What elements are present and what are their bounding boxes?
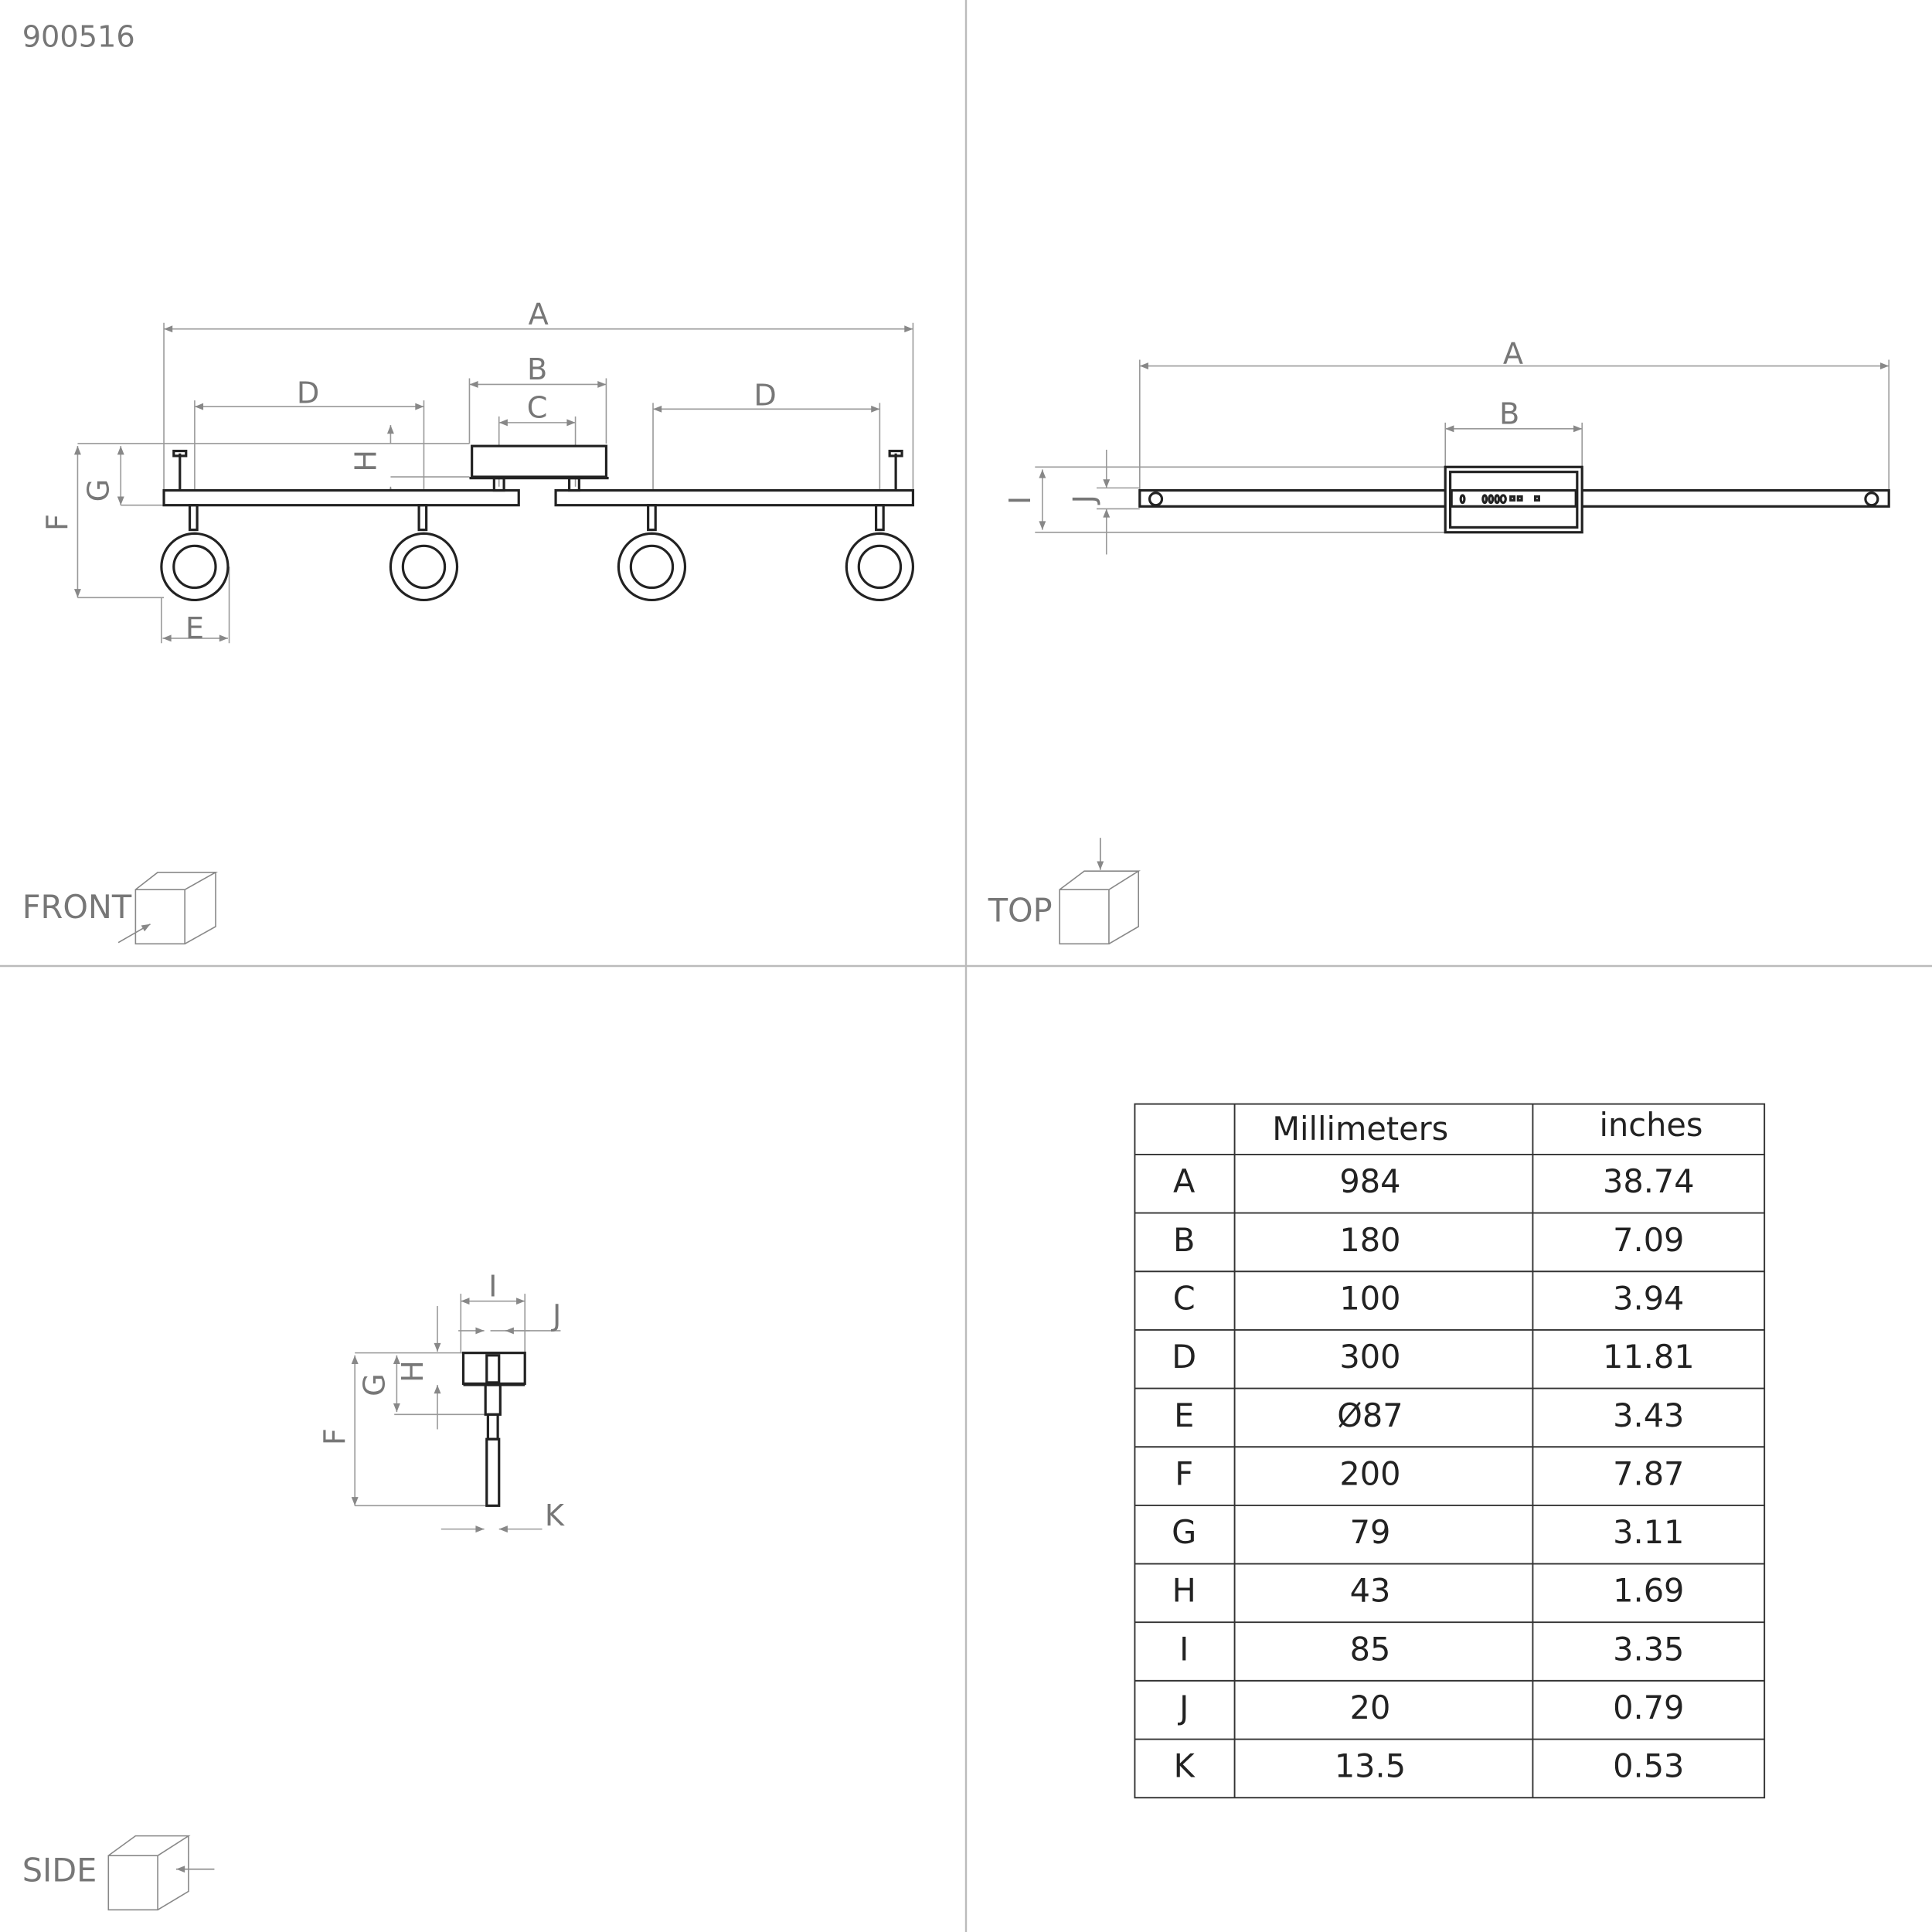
table-cell-inches: 3.43 xyxy=(1613,1397,1684,1434)
table-cell-mm: 43 xyxy=(1350,1573,1391,1610)
table-cell-inches: 3.35 xyxy=(1613,1631,1684,1668)
table-header-inches: inches xyxy=(1600,1107,1703,1144)
side-dim-label-i: I xyxy=(488,1269,497,1304)
front-view: A D D B C H G F E xyxy=(41,297,915,646)
table-cell-mm: 13.5 xyxy=(1335,1748,1406,1785)
top-dim-label-j: J xyxy=(1067,495,1102,505)
dim-label-d-left: D xyxy=(297,376,319,410)
table-cell-mm: 300 xyxy=(1339,1338,1400,1376)
table-cell-inches: 11.81 xyxy=(1603,1338,1695,1376)
side-view-cube-icon xyxy=(107,1835,215,1911)
front-view-label: FRONT xyxy=(22,889,132,926)
table-cell-inches: 3.94 xyxy=(1613,1280,1684,1317)
side-view: I J H G F K xyxy=(318,1269,564,1533)
dim-label-h: H xyxy=(349,450,383,472)
side-dim-label-k: K xyxy=(545,1498,565,1533)
table-header-millimeters: Millimeters xyxy=(1272,1111,1448,1148)
table-cell-mm: 200 xyxy=(1339,1455,1400,1492)
table-cell-inches: 7.87 xyxy=(1613,1455,1684,1492)
dimension-table: Millimeters inches A 984 38.74B 180 7.09C 100… xyxy=(1134,1103,1766,1799)
table-cell-inches: 1.69 xyxy=(1613,1573,1684,1610)
dim-label-d-right: D xyxy=(753,379,776,413)
table-cell-inches: 0.53 xyxy=(1613,1748,1684,1785)
dim-label-f: F xyxy=(41,514,76,531)
top-dim-label-a: A xyxy=(1503,336,1523,371)
front-view-cube-icon xyxy=(117,872,219,945)
side-dim-label-h: H xyxy=(396,1360,430,1383)
table-cell-dimension: G xyxy=(1172,1514,1196,1551)
table-cell-mm: 100 xyxy=(1339,1280,1400,1317)
dim-label-a: A xyxy=(529,297,549,332)
table-cell-dimension: H xyxy=(1172,1573,1196,1610)
table-cell-mm: 79 xyxy=(1350,1514,1391,1551)
table-cell-dimension: C xyxy=(1173,1280,1196,1317)
table-cell-mm: 85 xyxy=(1350,1631,1391,1668)
table-cell-inches: 3.11 xyxy=(1613,1514,1684,1551)
side-dim-label-j: J xyxy=(551,1299,561,1334)
dim-label-e: E xyxy=(185,611,204,646)
table-cell-mm: Ø87 xyxy=(1337,1397,1403,1434)
product-code: 900516 xyxy=(22,20,135,55)
side-view-label: SIDE xyxy=(22,1852,97,1889)
table-cell-mm: 984 xyxy=(1339,1163,1400,1200)
table-cell-inches: 38.74 xyxy=(1603,1163,1695,1200)
top-view-cube-icon xyxy=(1059,838,1141,945)
top-view-label: TOP xyxy=(988,893,1053,930)
table-cell-mm: 20 xyxy=(1350,1689,1391,1726)
dim-label-b: B xyxy=(527,352,547,387)
table-cell-mm: 180 xyxy=(1339,1222,1400,1259)
table-cell-dimension: F xyxy=(1175,1455,1193,1492)
top-dim-label-b: B xyxy=(1499,396,1519,431)
table-cell-dimension: I xyxy=(1179,1631,1189,1668)
side-dim-label-f: F xyxy=(318,1428,352,1445)
top-dim-label-i: I xyxy=(1003,496,1038,505)
side-dim-label-g: G xyxy=(357,1373,392,1396)
table-cell-inches: 7.09 xyxy=(1613,1222,1684,1259)
dim-label-c: C xyxy=(527,390,548,425)
table-cell-dimension: E xyxy=(1174,1397,1194,1434)
table-cell-inches: 0.79 xyxy=(1613,1689,1684,1726)
table-cell-dimension: J xyxy=(1177,1689,1189,1726)
table-cell-dimension: K xyxy=(1174,1748,1196,1785)
table-cell-dimension: B xyxy=(1173,1222,1195,1259)
top-view: A B I J xyxy=(1003,336,1890,555)
table-cell-dimension: D xyxy=(1172,1338,1196,1376)
dim-label-g: G xyxy=(81,479,116,502)
table-cell-dimension: A xyxy=(1173,1163,1195,1200)
